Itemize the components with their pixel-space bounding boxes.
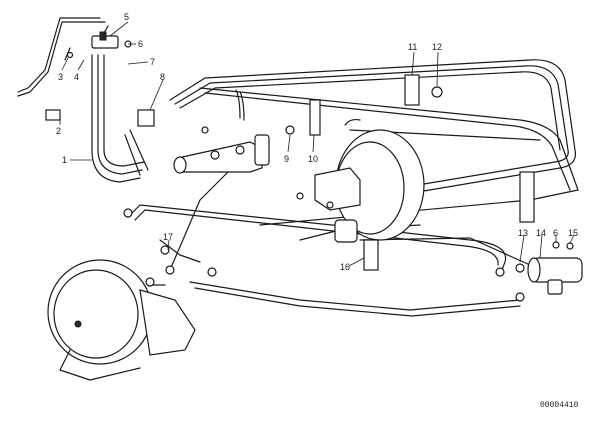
- callout-9: 9: [284, 154, 289, 164]
- callout-11: 11: [408, 42, 417, 52]
- callout-12: 12: [432, 42, 442, 52]
- callout-16: 16: [340, 262, 350, 272]
- callout-14: 14: [536, 228, 546, 238]
- callout-6-top: 6: [138, 39, 143, 49]
- callout-7: 7: [150, 57, 155, 67]
- brackets: [45, 74, 535, 271]
- vacuum-reservoir: [47, 259, 196, 381]
- distribution-block-top: [91, 31, 132, 49]
- left-flex-hoses: [17, 17, 149, 183]
- callout-10: 10: [308, 154, 318, 164]
- callout-5: 5: [124, 12, 129, 22]
- diagram-reference-code: 00004410: [540, 401, 579, 410]
- brake-booster: [314, 129, 425, 243]
- callout-13: 13: [518, 228, 528, 238]
- fittings: [66, 51, 574, 302]
- callout-4: 4: [74, 72, 79, 82]
- callout-2: 2: [56, 126, 61, 136]
- callout-3: 3: [58, 72, 63, 82]
- callout-8: 8: [160, 72, 165, 82]
- leader-lines: [59, 21, 575, 267]
- callout-labels: 1 2 3 4 5 6 7 8 9 10 11 12 13 14 6 15 16…: [56, 12, 578, 272]
- master-cylinder: [173, 134, 270, 174]
- callout-17: 17: [163, 232, 173, 242]
- pressure-regulator: [527, 257, 583, 295]
- callout-6-right: 6: [553, 228, 558, 238]
- callout-15: 15: [568, 228, 578, 238]
- callout-1: 1: [62, 155, 67, 165]
